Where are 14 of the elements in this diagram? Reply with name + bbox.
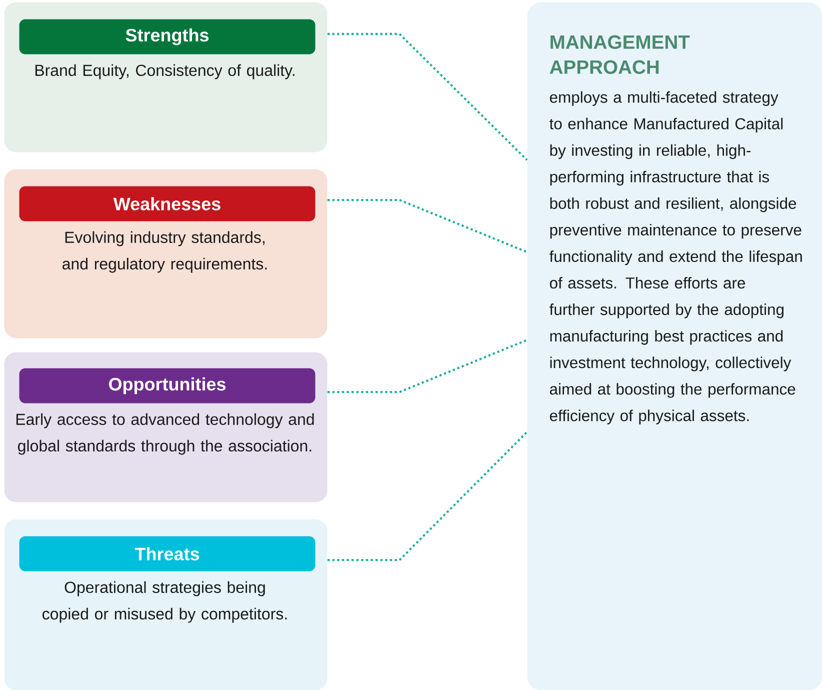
heading-bar: Weaknesses bbox=[19, 186, 316, 222]
card-text: Evolving industry standards, and regulatory requirements. bbox=[62, 231, 267, 273]
card-text: Early access to advanced technology and global standards through the association. bbox=[16, 413, 314, 455]
dotted-connector bbox=[328, 339, 528, 394]
dotted-connector bbox=[328, 32, 528, 161]
card-text: Operational strategies being copied or misused by competitors. bbox=[42, 581, 287, 623]
heading-bar: Opportunities bbox=[19, 368, 316, 404]
card-text: Brand Equity, Consistency of quality. bbox=[35, 64, 294, 80]
heading-bar: Threats bbox=[19, 536, 316, 572]
heading-bar: Strengths bbox=[19, 19, 316, 54]
dotted-connector bbox=[328, 198, 528, 253]
panel-title: MANAGEMENT APPROACH bbox=[550, 35, 690, 74]
panel-text: employs a multi-faceted strategy to enhance Manufactured Capital by investing in reliable, high-performing infrastructure that is both robust and resilient, alongside preventive maintenance to preserve functionality and extend the lifespan of assets. These efforts are further supported by the adopting manufacturing best practices and investment technology, collectively aimed at boosting the performance efficiency of physical assets. bbox=[550, 91, 802, 424]
dotted-connector bbox=[328, 431, 528, 562]
